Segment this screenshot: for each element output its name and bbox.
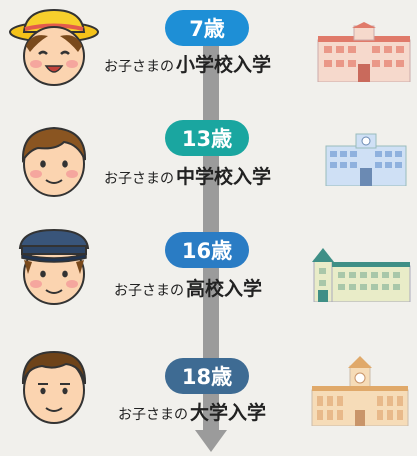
high-school-icon [312,248,411,302]
age-badge: 7歳 [165,10,249,46]
stage-18: 18歳 お子さまの大学入学 [0,340,417,440]
milestone-text: お子さまの中学校入学 [104,162,271,189]
young-man-icon [21,350,87,424]
junior-high-school-icon [325,133,407,186]
milestone-text: お子さまの高校入学 [114,274,262,301]
milestone-prefix: お子さまの [114,283,184,299]
milestone-school: 中学校入学 [176,166,272,188]
milestone-school: 高校入学 [186,278,263,300]
child-boy-icon [21,126,87,197]
age-badge: 13歳 [165,120,249,156]
stage-13: 13歳 お子さまの中学校入学 [0,118,417,218]
student-cap-icon [18,228,90,305]
stage-7: 7歳 お子さまの小学校入学 [0,6,417,106]
milestone-school: 大学入学 [190,402,267,424]
age-badge: 18歳 [165,358,249,394]
child-yellow-hat-icon [9,8,99,86]
milestone-prefix: お子さまの [104,59,174,75]
stage-16: 16歳 お子さまの高校入学 [0,226,417,326]
milestone-text: お子さまの小学校入学 [104,50,271,77]
milestone-text: お子さまの大学入学 [118,398,266,425]
timeline-arrow-icon [195,430,227,452]
milestone-prefix: お子さまの [104,171,174,187]
milestone-prefix: お子さまの [118,407,188,423]
age-badge: 16歳 [165,232,249,268]
milestone-school: 小学校入学 [176,54,272,76]
university-icon [311,356,409,426]
elementary-school-icon [317,22,411,82]
